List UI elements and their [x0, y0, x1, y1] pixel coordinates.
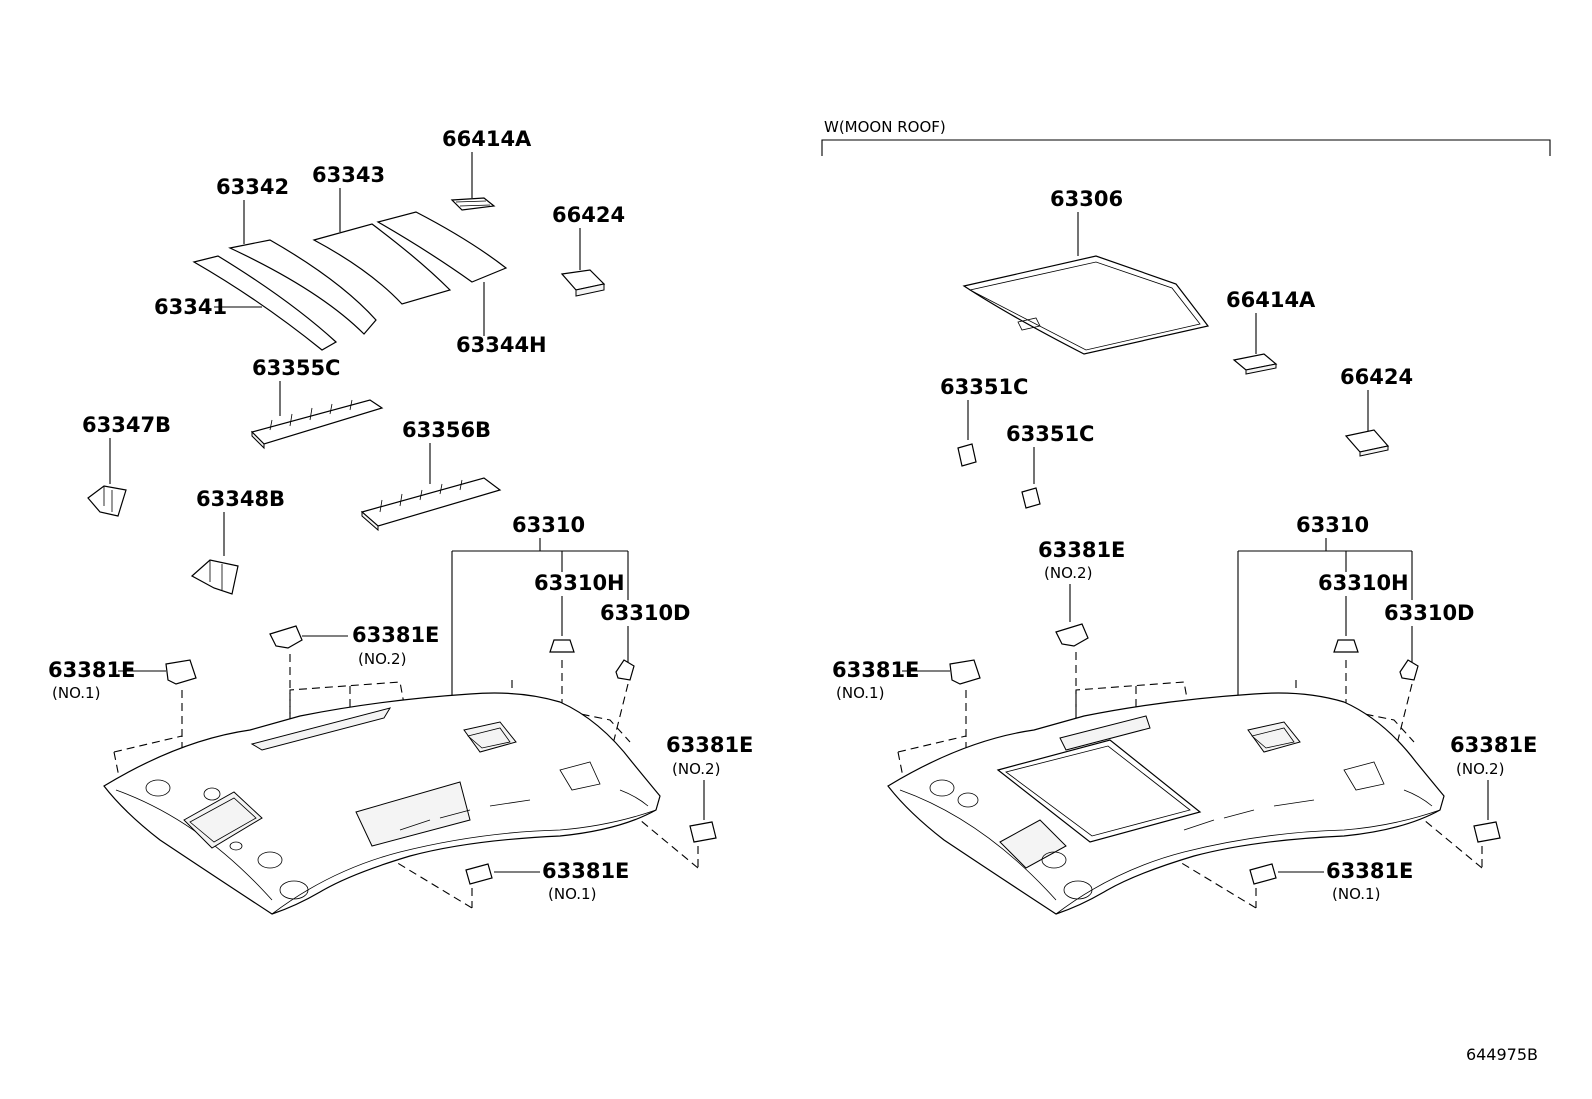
right-assembly: W(MOON ROOF) 63306 66414A 66424 633 [821, 118, 1551, 915]
label-63351c-a[interactable]: 63351C [940, 375, 1028, 399]
moon-roof-condition: W(MOON ROOF) [821, 118, 1551, 156]
part-63343: 63343 [312, 163, 452, 305]
callout-63381e-right: 63381E (NO.2) [666, 733, 753, 868]
note-63381e-right-right: (NO.2) [1456, 760, 1504, 778]
part-63342: 63342 [216, 175, 377, 335]
label-63356b[interactable]: 63356B [402, 418, 491, 442]
label-63351c-b[interactable]: 63351C [1006, 422, 1094, 446]
label-63381e-left-right[interactable]: 63381E [832, 658, 919, 682]
label-63381e-bottom[interactable]: 63381E [542, 859, 629, 883]
label-66424-right[interactable]: 66424 [1340, 365, 1413, 389]
label-63381e-left[interactable]: 63381E [48, 658, 135, 682]
label-63381e-right[interactable]: 63381E [666, 733, 753, 757]
headliner-63310-right [887, 692, 1445, 915]
note-63381e-top-right: (NO.2) [1044, 564, 1092, 582]
label-63310[interactable]: 63310 [512, 513, 585, 537]
part-63306: 63306 [962, 187, 1210, 355]
part-63356b: 63356B [360, 418, 502, 532]
part-66414a-right: 66414A [1226, 288, 1316, 375]
part-63355c: 63355C [250, 356, 384, 450]
figure-number: 644975B [1466, 1045, 1538, 1064]
callout-63310-right: 63310 63310H 63310D [1237, 513, 1475, 696]
label-63343[interactable]: 63343 [312, 163, 385, 187]
label-63347b[interactable]: 63347B [82, 413, 171, 437]
part-63341: 63341 [154, 255, 338, 351]
label-63381e-bottom-right[interactable]: 63381E [1326, 859, 1413, 883]
label-63310d[interactable]: 63310D [600, 601, 691, 625]
callout-63381e-left-right: 63381E (NO.1) [832, 658, 981, 752]
callout-63381e-bottom-right: 63381E (NO.1) [1249, 859, 1413, 908]
label-63381e-top-right[interactable]: 63381E [1038, 538, 1125, 562]
condition-note: W(MOON ROOF) [824, 118, 946, 136]
label-63355c[interactable]: 63355C [252, 356, 340, 380]
label-63310-right[interactable]: 63310 [1296, 513, 1369, 537]
note-63381e-bottom: (NO.1) [548, 885, 596, 903]
part-63351c-b: 63351C [1006, 422, 1094, 509]
label-63381e-top[interactable]: 63381E [352, 623, 439, 647]
part-63348b: 63348B [190, 487, 285, 595]
label-63306[interactable]: 63306 [1050, 187, 1123, 211]
label-63310d-right[interactable]: 63310D [1384, 601, 1475, 625]
label-66414a-right[interactable]: 66414A [1226, 288, 1316, 312]
part-66424-right: 66424 [1340, 365, 1413, 457]
part-63344h: 63344H [376, 211, 547, 357]
label-63344h[interactable]: 63344H [456, 333, 547, 357]
label-66424[interactable]: 66424 [552, 203, 625, 227]
note-63381e-right: (NO.2) [672, 760, 720, 778]
label-63310h[interactable]: 63310H [534, 571, 625, 595]
callout-63381e-bottom: 63381E (NO.1) [465, 859, 629, 908]
part-63351c-a: 63351C [940, 375, 1028, 467]
headliner-63310-left [103, 692, 661, 915]
callout-63381e-top-right: 63381E (NO.2) [1038, 538, 1125, 720]
left-assembly: 66414A 63342 63343 63344H 63341 [48, 127, 753, 915]
callout-63381e-left: 63381E (NO.1) [48, 658, 197, 752]
part-66424-left: 66424 [552, 203, 625, 297]
note-63381e-left: (NO.1) [52, 684, 100, 702]
note-63381e-top: (NO.2) [358, 650, 406, 668]
label-66414a[interactable]: 66414A [442, 127, 532, 151]
note-63381e-left-right: (NO.1) [836, 684, 884, 702]
label-63381e-right-right[interactable]: 63381E [1450, 733, 1537, 757]
label-63342[interactable]: 63342 [216, 175, 289, 199]
label-63348b[interactable]: 63348B [196, 487, 285, 511]
note-63381e-bottom-right: (NO.1) [1332, 885, 1380, 903]
part-63347b: 63347B [82, 413, 171, 517]
callout-63381e-right-right: 63381E (NO.2) [1450, 733, 1537, 868]
part-66414a-left: 66414A [442, 127, 532, 211]
label-63310h-right[interactable]: 63310H [1318, 571, 1409, 595]
callout-63381e-top-left: 63381E (NO.2) [269, 623, 439, 720]
callout-63310-left: 63310 63310H 63310D [451, 513, 691, 696]
